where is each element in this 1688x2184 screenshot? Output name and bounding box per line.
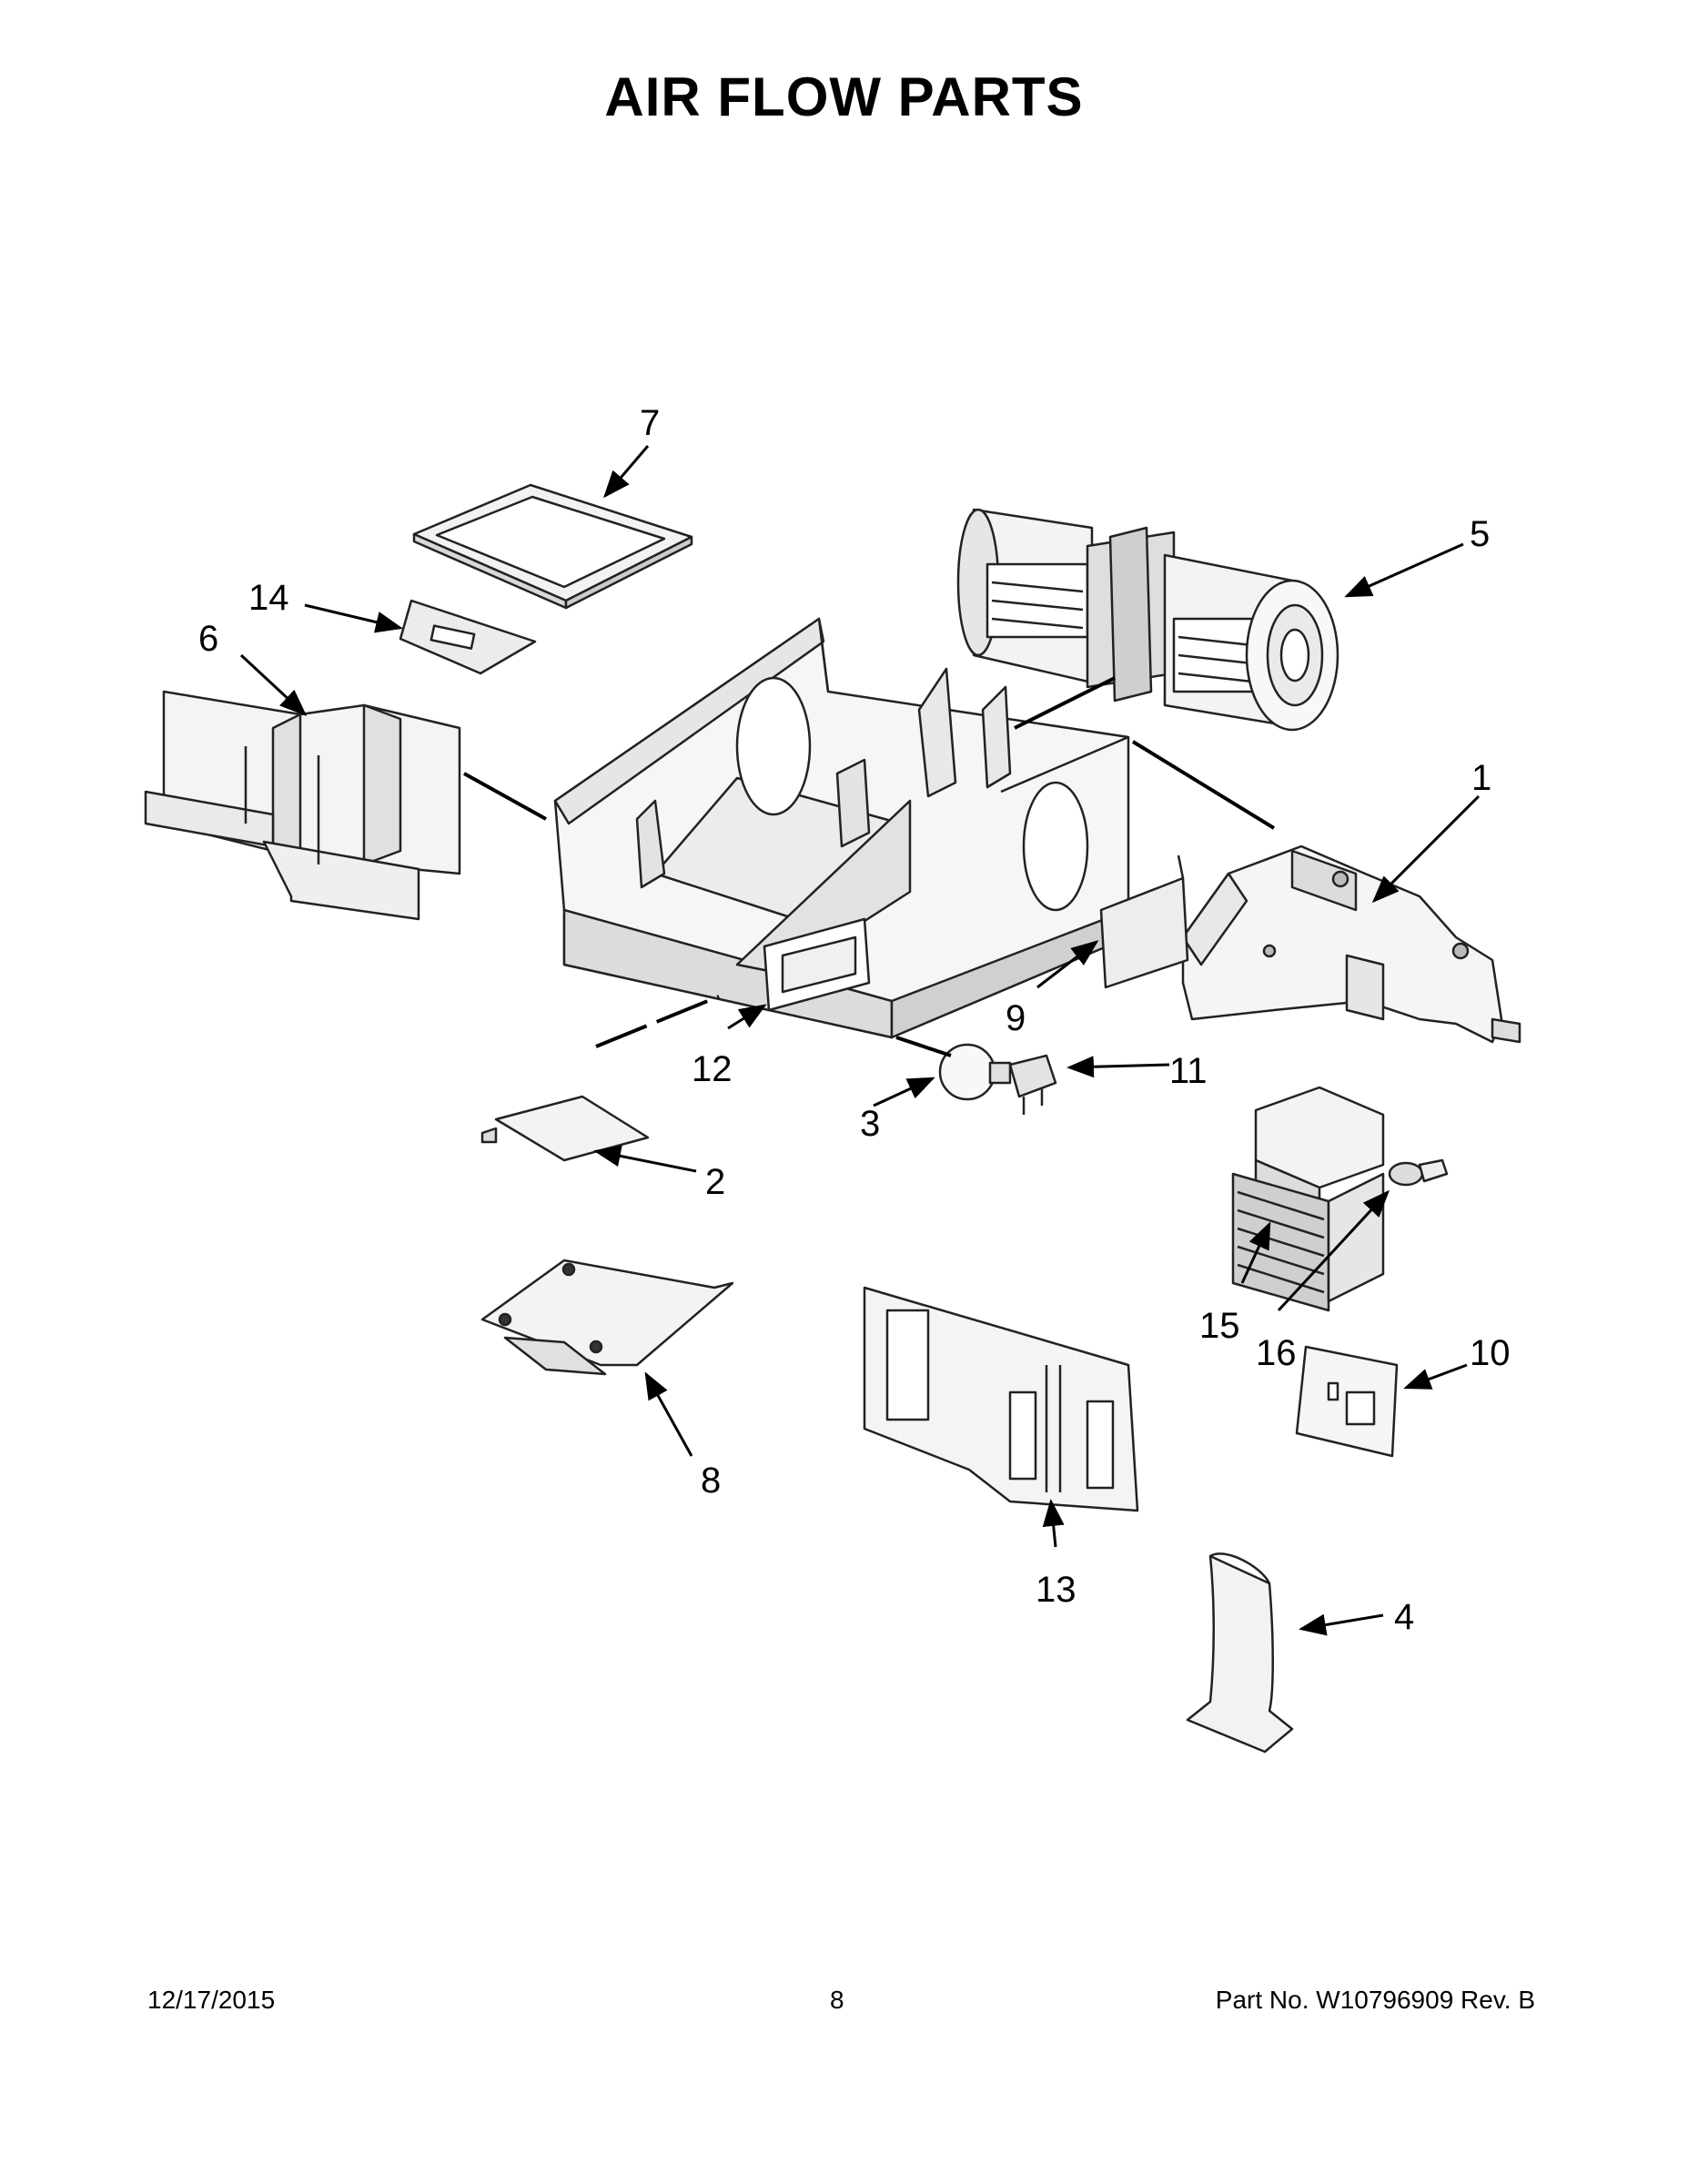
callout-9: 9	[1006, 998, 1026, 1038]
part-1-air-duct	[1181, 844, 1521, 1044]
callout-13: 13	[1036, 1570, 1076, 1610]
callout-16: 16	[1256, 1333, 1297, 1373]
callout-11: 11	[1169, 1051, 1208, 1091]
callout-arrows	[239, 445, 1481, 1636]
callout-14: 14	[248, 578, 289, 618]
part-9-control-board	[1099, 854, 1189, 989]
footer-part-number: Part No. W10796909 Rev. B	[1215, 1986, 1535, 2014]
part-10-label-board	[1295, 1345, 1399, 1458]
callout-2: 2	[705, 1162, 725, 1202]
callout-6: 6	[198, 619, 218, 659]
callout-5: 5	[1470, 514, 1490, 554]
part-3-lamp-bulb	[938, 1043, 1012, 1101]
callout-10: 10	[1470, 1333, 1511, 1373]
page-title: AIR FLOW PARTS	[604, 66, 1084, 127]
part-11-lamp-socket	[1008, 1054, 1057, 1115]
part-14-label	[399, 599, 537, 675]
part-4-bracket	[1186, 1552, 1294, 1754]
footer-page-number: 8	[830, 1986, 844, 2014]
footer-date: 12/17/2015	[147, 1986, 276, 2014]
part-12-base-housing	[553, 617, 1130, 1039]
part-6-side-panel	[144, 690, 461, 921]
callout-12: 12	[692, 1049, 733, 1089]
callout-4: 4	[1394, 1597, 1414, 1637]
callout-1: 1	[1471, 758, 1491, 798]
part-5-blower-assembly	[956, 508, 1339, 732]
part-2-cover-plate	[480, 1095, 650, 1162]
part-16-thermostat	[1388, 1158, 1449, 1187]
assembly-lines	[463, 676, 1276, 1057]
part-8-bracket	[480, 1259, 734, 1376]
callout-8: 8	[701, 1461, 721, 1501]
callout-7: 7	[640, 403, 660, 443]
callout-labels: 7 14 6 5 1 9 11 3 12 2 8 13 15 16 10 4	[198, 403, 1511, 1637]
callout-3: 3	[860, 1104, 880, 1144]
part-7-filter	[412, 483, 693, 610]
callout-15: 15	[1199, 1306, 1240, 1346]
part-13-panel	[863, 1286, 1139, 1512]
